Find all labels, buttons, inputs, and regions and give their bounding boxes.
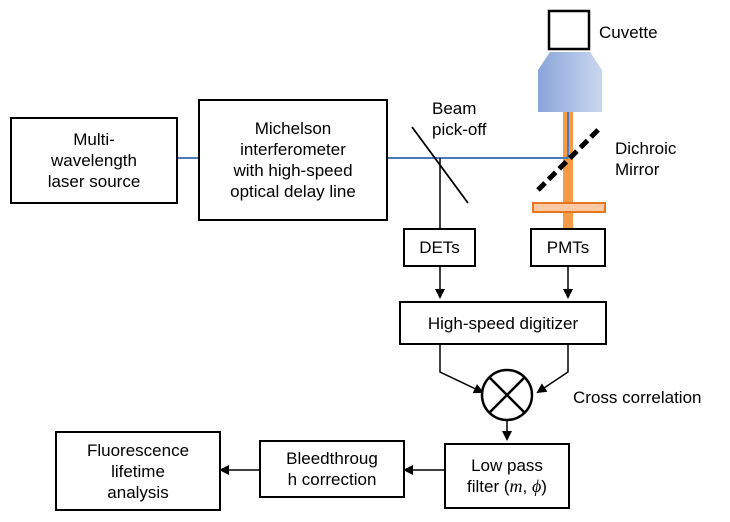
pmts-label: PMTs <box>546 238 590 257</box>
lowpass-phi-symbol: ϕ <box>531 476 542 496</box>
dets-label: DETs <box>419 238 460 257</box>
arrow-digitizer-to-mixer-left <box>439 345 484 394</box>
lowpass-m-symbol: m <box>509 476 523 496</box>
lifetime-analysis-label: Fluorescence lifetime analysis <box>86 440 190 502</box>
cuvette-label: Cuvette <box>599 23 658 42</box>
circle-cross-multiplier-icon <box>480 368 534 422</box>
lowpass-filter-box: Low pass filter (m, ϕ) <box>444 443 570 509</box>
digitizer-box: High-speed digitizer <box>399 301 607 345</box>
dets-box: DETs <box>403 228 476 267</box>
filter-bar-icon <box>532 202 606 213</box>
digitizer-label: High-speed digitizer <box>427 313 579 333</box>
cross-correlation-label: Cross correlation <box>573 388 702 407</box>
pmts-box: PMTs <box>530 228 606 267</box>
lowpass-filter-label: Low pass filter (m, ϕ) <box>467 455 547 497</box>
arrow-digitizer-to-mixer-right <box>536 345 569 394</box>
dichroic-mirror-label: Dichroic Mirror <box>615 139 677 179</box>
fluorescence-path <box>563 112 573 234</box>
lowpass-separator: , <box>522 477 532 496</box>
lifetime-analysis-box: Fluorescence lifetime analysis <box>55 431 221 511</box>
lowpass-close-paren: ) <box>541 477 547 496</box>
laser-source-box: Multi- wavelength laser source <box>10 117 178 204</box>
lowpass-prefix: filter ( <box>467 477 510 496</box>
interferometer-box: Michelson interferometer with high-speed… <box>198 99 388 221</box>
bleedthrough-label: Bleedthroug h correction <box>286 449 378 489</box>
laser-source-label: Multi- wavelength laser source <box>47 130 141 191</box>
lowpass-line2: filter (m, ϕ) <box>467 476 547 497</box>
interferometer-label: Michelson interferometer with high-speed… <box>230 119 356 201</box>
lowpass-line1: Low pass <box>471 456 543 475</box>
beam-pickoff-label: Beam pick-off <box>432 99 487 139</box>
square-outline-icon <box>547 9 591 51</box>
objective-lens-icon <box>538 52 602 112</box>
bleedthrough-box: Bleedthroug h correction <box>259 440 405 498</box>
